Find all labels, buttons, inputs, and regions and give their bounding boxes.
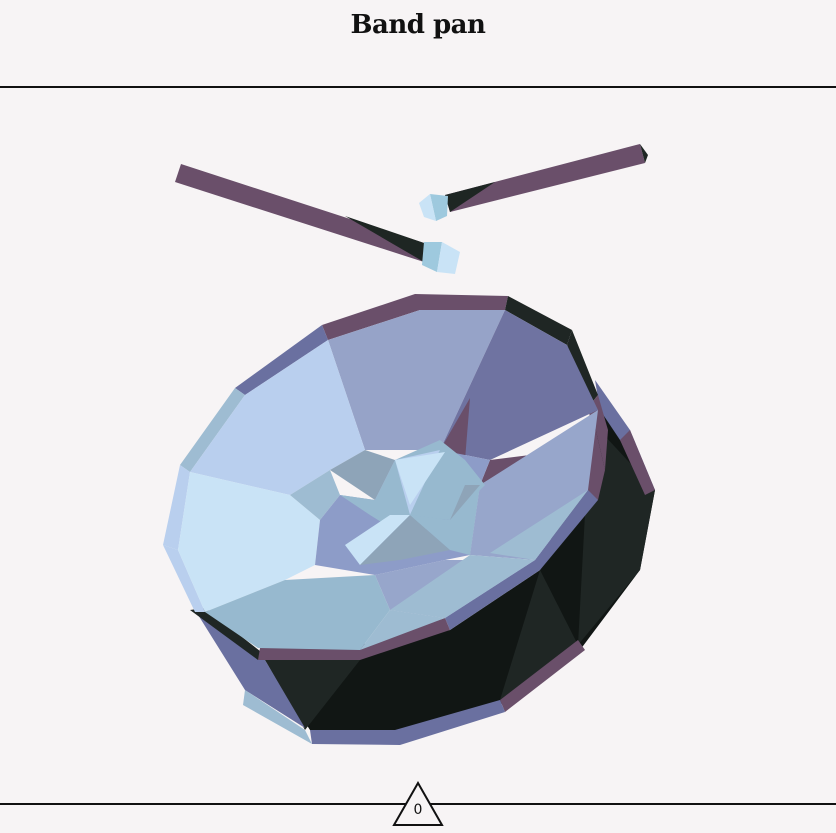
- header-bar: Band pan: [0, 0, 836, 88]
- steelpan-drum[interactable]: [163, 294, 655, 745]
- steelpan-scene[interactable]: [0, 88, 836, 804]
- triangle-icon: [392, 781, 444, 826]
- drumstick-left[interactable]: [175, 164, 460, 274]
- drumstick-right[interactable]: [419, 144, 648, 221]
- page-title: Band pan: [350, 10, 486, 40]
- score-counter[interactable]: 0: [392, 781, 444, 827]
- scene-stage[interactable]: [0, 88, 836, 804]
- counter-value: 0: [413, 802, 423, 818]
